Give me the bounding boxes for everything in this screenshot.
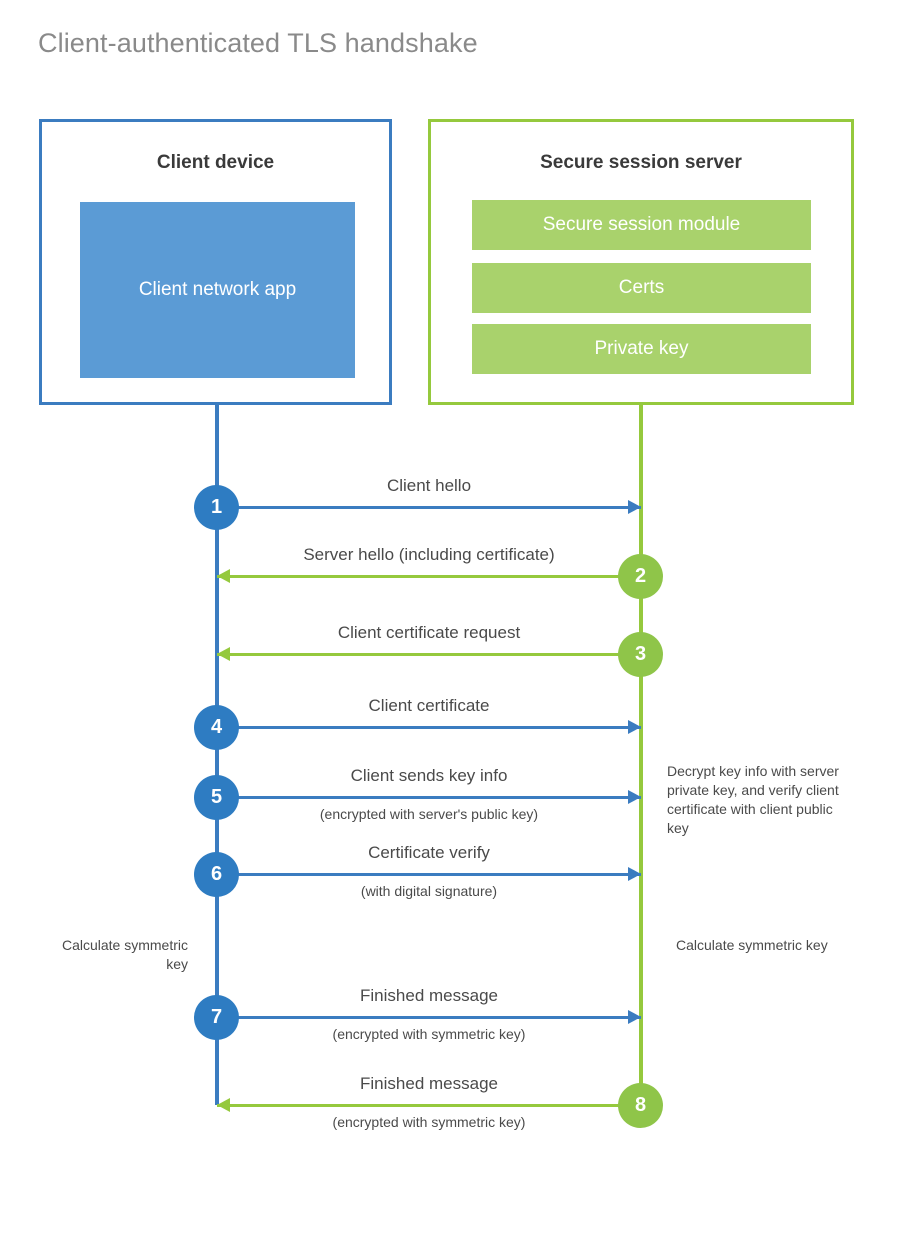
- arrowhead-left-icon: [217, 647, 230, 661]
- arrow-line: [217, 653, 641, 656]
- step-circle-6: 6: [194, 852, 239, 897]
- page-title: Client-authenticated TLS handshake: [38, 28, 478, 58]
- secure-session-server-title: Secure session server: [540, 152, 742, 173]
- annotation-server-calculate-symmetric-key: Calculate symmetric key: [676, 937, 828, 953]
- secure-session-module-block: Secure session module: [472, 200, 811, 250]
- arrow-line: [217, 1104, 641, 1107]
- server-lifeline: [639, 405, 643, 1105]
- step-circle-2: 2: [618, 554, 663, 599]
- arrow-line: [217, 873, 641, 876]
- step-circle-3: 3: [618, 632, 663, 677]
- client-lifeline: [215, 405, 219, 1105]
- arrow-line: [217, 575, 641, 578]
- message-sublabel: (encrypted with symmetric key): [332, 1114, 526, 1130]
- client-network-app-block: Client network app: [80, 202, 355, 378]
- arrowhead-right-icon: [628, 867, 641, 881]
- arrowhead-right-icon: [628, 1010, 641, 1024]
- message-sublabel: (encrypted with symmetric key): [332, 1026, 526, 1042]
- message-label: Client sends key info: [350, 766, 508, 785]
- message-sublabel: (with digital signature): [360, 883, 498, 899]
- message-label: Finished message: [360, 986, 498, 1005]
- arrow-line: [217, 1016, 641, 1019]
- arrowhead-right-icon: [628, 500, 641, 514]
- message-label: Certificate verify: [368, 843, 490, 862]
- message-label: Client certificate request: [337, 623, 521, 642]
- arrow-line: [217, 796, 641, 799]
- client-device-title: Client device: [156, 152, 275, 173]
- arrowhead-right-icon: [628, 790, 641, 804]
- arrow-line: [217, 726, 641, 729]
- private-key-block: Private key: [472, 324, 811, 374]
- message-label: Client hello: [386, 476, 472, 495]
- certs-block: Certs: [472, 263, 811, 313]
- step-circle-1: 1: [194, 485, 239, 530]
- message-label: Finished message: [360, 1074, 498, 1093]
- arrowhead-left-icon: [217, 569, 230, 583]
- client-device-box: Client device Client network app: [39, 119, 392, 405]
- message-sublabel: (encrypted with server's public key): [319, 806, 539, 822]
- arrowhead-right-icon: [628, 720, 641, 734]
- secure-session-server-box: Secure session server Secure session mod…: [428, 119, 854, 405]
- step-circle-8: 8: [618, 1083, 663, 1128]
- step-circle-7: 7: [194, 995, 239, 1040]
- step-circle-4: 4: [194, 705, 239, 750]
- annotation-client-calculate-symmetric-key: Calculate symmetric key: [61, 937, 188, 972]
- step-circle-5: 5: [194, 775, 239, 820]
- arrowhead-left-icon: [217, 1098, 230, 1112]
- message-label: Server hello (including certificate): [303, 545, 555, 564]
- message-label: Client certificate: [368, 696, 490, 715]
- arrow-line: [217, 506, 641, 509]
- annotation-server-decrypt: Decrypt key info with server private key…: [667, 763, 839, 836]
